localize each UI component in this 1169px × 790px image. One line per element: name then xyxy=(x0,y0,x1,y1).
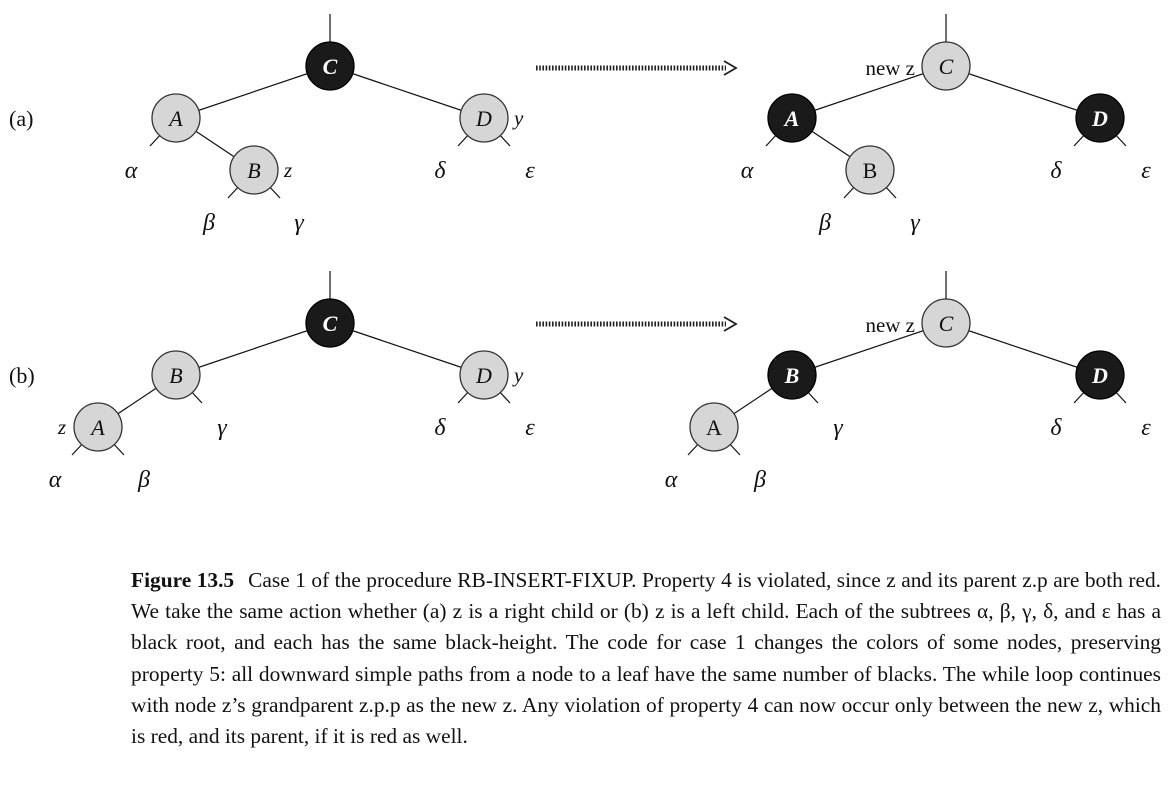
subtree-delta: δ xyxy=(1050,415,1062,441)
panel-b-label: (b) xyxy=(9,363,35,388)
node-label: B xyxy=(247,158,260,183)
panel-b-before-node-a: A z xyxy=(57,402,123,452)
subtree-delta: δ xyxy=(1050,158,1062,184)
subtree-epsilon: ε xyxy=(1141,415,1151,441)
subtree-epsilon: ε xyxy=(525,158,535,184)
node-label: A xyxy=(706,415,722,440)
node-tag: y xyxy=(512,106,524,130)
panel-a-after-node-c: C new z xyxy=(865,41,971,91)
node-label: D xyxy=(475,106,492,131)
node-tag: new z xyxy=(865,313,915,337)
panel-a-after-node-a: A xyxy=(767,93,817,143)
panel-b-before-node-d: D y xyxy=(459,350,524,400)
panel-a-after-node-b: B xyxy=(845,145,895,195)
arrowhead-icon xyxy=(723,60,738,76)
node-label: C xyxy=(323,54,338,79)
node-label: D xyxy=(1091,363,1108,388)
node-label: A xyxy=(783,106,800,131)
figure-label: Figure 13.5 xyxy=(131,568,235,592)
subtree-alpha: α xyxy=(49,467,62,493)
panel-a-before-node-d: D y xyxy=(459,93,524,143)
panel-a-before-node-b: B z xyxy=(229,145,292,195)
node-label: B xyxy=(863,158,878,183)
subtree-epsilon: ε xyxy=(1141,158,1151,184)
panel-b-before-node-b: B xyxy=(151,350,201,400)
subtree-beta: β xyxy=(202,210,215,236)
subtree-gamma: γ xyxy=(833,415,843,441)
node-label: C xyxy=(939,54,954,79)
subtree-gamma: γ xyxy=(294,210,304,236)
subtree-alpha: α xyxy=(125,158,138,184)
node-label: C xyxy=(939,311,954,336)
subtree-epsilon: ε xyxy=(525,415,535,441)
panel-a-before-node-c: C xyxy=(305,41,355,91)
subtree-gamma: γ xyxy=(910,210,920,236)
node-label: B xyxy=(784,363,800,388)
panel-b-before-node-c: C xyxy=(305,298,355,348)
caption-text: Case 1 of the procedure RB-INSERT-FIXUP.… xyxy=(131,568,1161,749)
node-tag: z xyxy=(57,415,66,439)
node-label: D xyxy=(475,363,492,388)
subtree-beta: β xyxy=(818,210,831,236)
node-label: B xyxy=(169,363,182,388)
node-tag: new z xyxy=(865,56,915,80)
subtree-beta: β xyxy=(753,467,766,493)
node-tag: y xyxy=(512,363,524,387)
panel-b-after-node-c: C new z xyxy=(865,298,971,348)
panel-a-before-node-a: A xyxy=(151,93,201,143)
rb-insert-fixup-case1-diagram: (a) C A B z D y α β γ δ ε xyxy=(9,14,1151,493)
panel-b-after-node-b: B xyxy=(767,350,817,400)
panel-b-after-node-a: A xyxy=(689,402,739,452)
panel-a-label: (a) xyxy=(9,106,33,131)
subtree-alpha: α xyxy=(741,158,754,184)
panel-b-after-node-d: D xyxy=(1075,350,1125,400)
node-label: A xyxy=(167,106,183,131)
subtree-beta: β xyxy=(137,467,150,493)
node-label: C xyxy=(323,311,338,336)
node-label: D xyxy=(1091,106,1108,131)
subtree-delta: δ xyxy=(434,158,446,184)
node-label: A xyxy=(89,415,105,440)
arrowhead-icon xyxy=(723,316,738,332)
subtree-gamma: γ xyxy=(217,415,227,441)
node-tag: z xyxy=(283,158,292,182)
panel-a-after-node-d: D xyxy=(1075,93,1125,143)
subtree-delta: δ xyxy=(434,415,446,441)
subtree-alpha: α xyxy=(665,467,678,493)
